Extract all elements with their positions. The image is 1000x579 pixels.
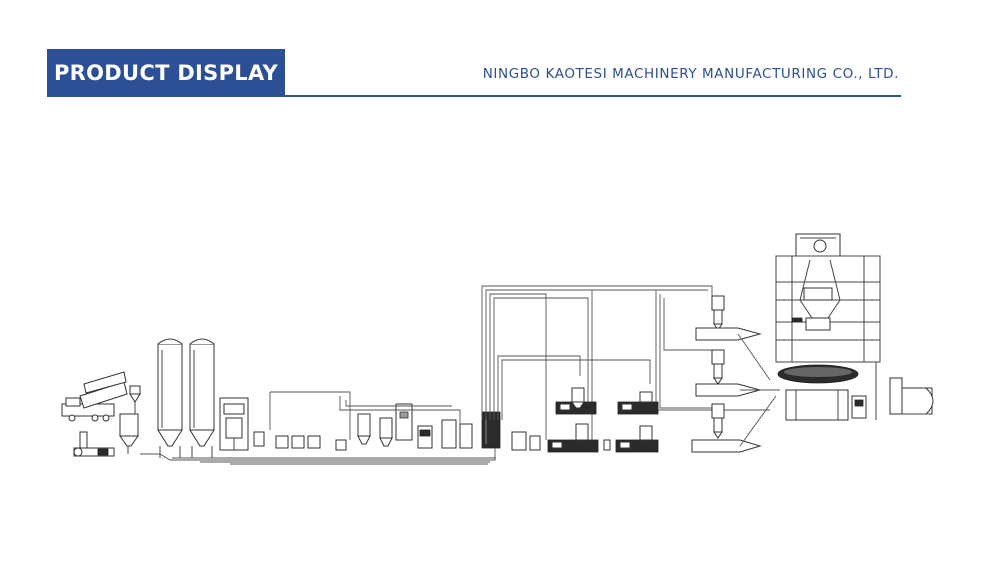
pipe-manifold-top	[481, 285, 770, 440]
receiving-hopper	[119, 385, 141, 454]
vacuum-loader-1	[695, 295, 762, 341]
page-title-text: PRODUCT DISPLAY	[53, 60, 279, 85]
injection-machines-lower	[511, 423, 659, 453]
buffer-tank	[481, 411, 501, 449]
header-divider	[47, 95, 901, 97]
injection-machines-upper	[555, 387, 659, 415]
small-dryers-row	[253, 431, 347, 451]
blow-molding-wheel	[777, 364, 859, 384]
control-cabinet	[851, 395, 867, 419]
storage-silo-1	[157, 338, 183, 458]
blower-unit	[73, 431, 115, 457]
crystallizer-unit	[219, 397, 249, 451]
page-title: PRODUCT DISPLAY	[47, 49, 285, 96]
steel-tower-frame	[775, 233, 881, 421]
funnel-feed-lines	[737, 333, 780, 447]
unloading-truck	[61, 371, 128, 422]
storage-silo-2	[189, 338, 215, 458]
pipe-manifold-bottom	[140, 391, 496, 465]
company-name: NINGBO KAOTESI MACHINERY MANUFACTURING C…	[482, 66, 899, 82]
vacuum-loader-3	[691, 403, 762, 453]
air-compressor-tank	[889, 377, 934, 415]
dryer-hoppers-group	[357, 403, 473, 449]
vacuum-loader-2	[695, 349, 762, 397]
